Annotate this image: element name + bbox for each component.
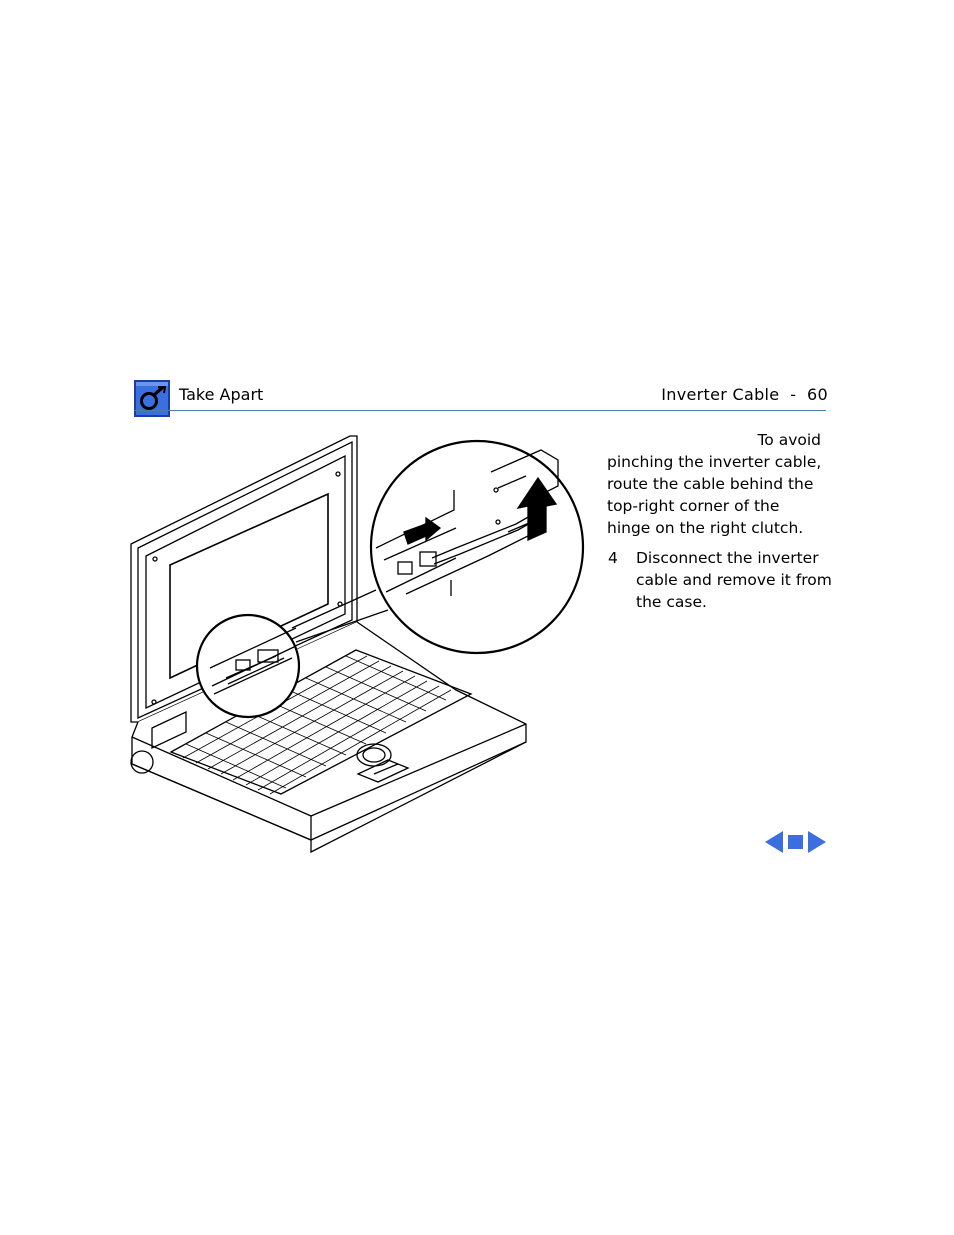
instruction-text: To avoid pinching the inverter cable, ro…: [607, 429, 832, 613]
step-number: 4: [608, 549, 618, 567]
next-page-arrow-icon[interactable]: [807, 830, 827, 854]
stop-square-icon[interactable]: [788, 835, 803, 849]
page-navigation: [764, 830, 828, 854]
take-apart-wrench-icon: [134, 380, 170, 417]
step-text-line: cable and remove it from: [636, 571, 832, 589]
intro-text-line: pinching the inverter cable,: [607, 453, 822, 471]
page-title: Inverter Cable - 60: [661, 385, 828, 404]
step-text-line: the case.: [636, 593, 707, 611]
intro-text-line: hinge on the right clutch.: [607, 519, 804, 537]
intro-text-line: top-right corner of the: [607, 497, 780, 515]
header-divider: [134, 410, 826, 411]
step-text-line: Disconnect the inverter: [636, 549, 819, 567]
section-title: Take Apart: [179, 385, 264, 404]
step-item: 4 Disconnect the inverter cable and remo…: [607, 547, 832, 613]
intro-text-line: route the cable behind the: [607, 475, 814, 493]
powerbook-inverter-cable-illustration: [130, 435, 585, 854]
step-text: Disconnect the inverter cable and remove…: [636, 547, 832, 613]
intro-text-line: To avoid: [757, 431, 821, 449]
previous-page-arrow-icon[interactable]: [764, 830, 784, 854]
